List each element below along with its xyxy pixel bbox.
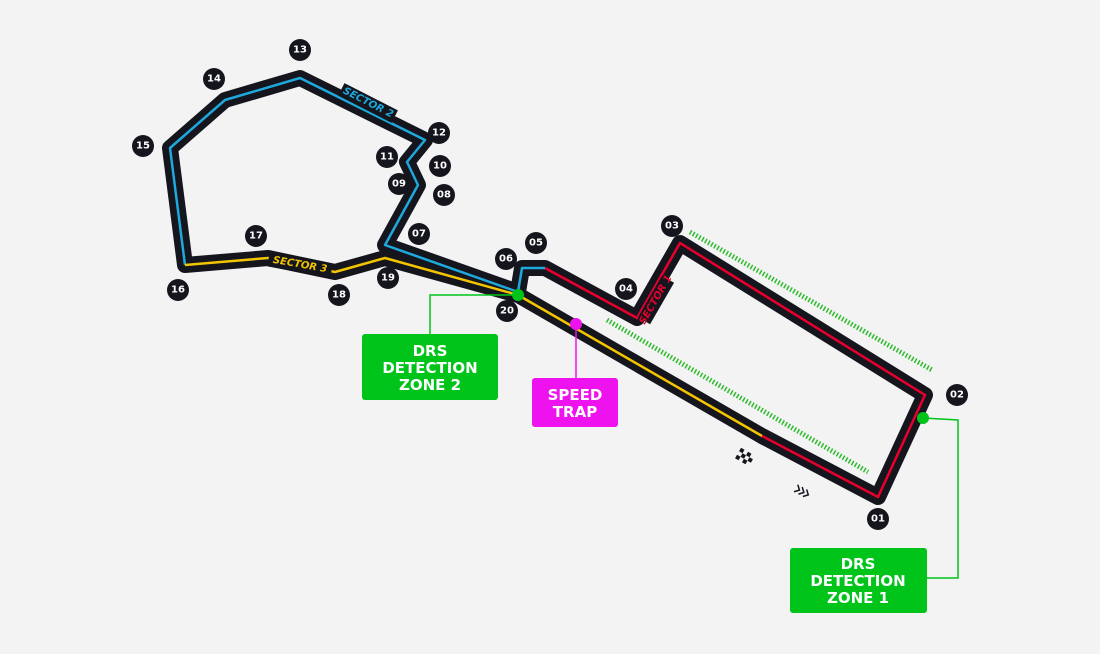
turn-number: 19 <box>381 273 395 284</box>
turn-marker-circle <box>167 279 189 301</box>
turn-number: 10 <box>433 161 447 172</box>
turn-number: 15 <box>136 141 150 152</box>
turn-number: 13 <box>293 45 307 56</box>
turn-number: 12 <box>432 128 446 139</box>
sector-2-line <box>168 76 545 294</box>
turn-marker-circle <box>433 184 455 206</box>
drs-2-detection-point <box>512 289 524 301</box>
turn-marker-04: 04 <box>615 278 637 300</box>
turn-number: 17 <box>249 231 263 242</box>
turn-marker-circle <box>496 300 518 322</box>
track-outline <box>162 70 933 505</box>
turn-marker-circle <box>615 278 637 300</box>
speed-trap-point <box>570 318 582 330</box>
turn-marker-circle <box>661 215 683 237</box>
turn-marker-circle <box>376 146 398 168</box>
turn-marker-01: 01 <box>867 508 889 530</box>
turn-marker-circle <box>408 223 430 245</box>
turn-marker-11: 11 <box>376 146 398 168</box>
turn-number: 16 <box>171 285 185 296</box>
turn-marker-13: 13 <box>289 39 311 61</box>
turn-marker-circle <box>525 232 547 254</box>
turn-marker-15: 15 <box>132 135 154 157</box>
turn-marker-circle <box>429 155 451 177</box>
svg-text:ZONE 1: ZONE 1 <box>827 589 889 607</box>
drs-detection-zone-2-box: DRS DETECTION ZONE 2 <box>362 334 498 400</box>
turn-marker-circle <box>495 248 517 270</box>
turn-marker-06: 06 <box>495 248 517 270</box>
svg-text:DRS: DRS <box>413 342 448 360</box>
turn-marker-18: 18 <box>328 284 350 306</box>
svg-text:DRS: DRS <box>841 555 876 573</box>
turn-marker-circle <box>132 135 154 157</box>
turn-number: 04 <box>619 284 633 295</box>
turn-marker-07: 07 <box>408 223 430 245</box>
sector-3-label: SECTOR 3 <box>267 252 333 278</box>
svg-text:DETECTION: DETECTION <box>810 572 905 590</box>
turn-marker-08: 08 <box>433 184 455 206</box>
sector-1-line <box>544 241 927 499</box>
turn-number: 14 <box>207 74 221 85</box>
turn-number: 01 <box>871 514 885 525</box>
drs-zone-2-marker <box>605 317 870 475</box>
checkered-flag-icon <box>735 447 753 465</box>
turn-number: 02 <box>950 390 964 401</box>
turn-number: 20 <box>500 306 514 317</box>
turn-marker-circle <box>867 508 889 530</box>
drs-1-connector <box>922 417 959 579</box>
turn-marker-circle <box>428 122 450 144</box>
turn-marker-circle <box>328 284 350 306</box>
turn-number: 11 <box>380 152 394 163</box>
turn-marker-12: 12 <box>428 122 450 144</box>
svg-text:DETECTION: DETECTION <box>382 359 477 377</box>
drs-1-detection-point <box>917 412 929 424</box>
turn-number: 06 <box>499 254 513 265</box>
turn-marker-20: 20 <box>496 300 518 322</box>
speed-trap-box: SPEED TRAP <box>532 378 618 427</box>
turn-number: 07 <box>412 229 426 240</box>
drs-2-connector <box>429 294 518 334</box>
svg-text:TRAP: TRAP <box>553 403 597 421</box>
turn-marker-10: 10 <box>429 155 451 177</box>
turn-marker-19: 19 <box>377 267 399 289</box>
drs-zone-1-marker <box>688 229 934 373</box>
turn-number: 09 <box>392 179 406 190</box>
turn-marker-05: 05 <box>525 232 547 254</box>
turn-marker-circle <box>946 384 968 406</box>
svg-text:SPEED: SPEED <box>548 386 603 404</box>
turn-marker-02: 02 <box>946 384 968 406</box>
direction-chevrons-icon <box>793 484 810 498</box>
turn-marker-circle <box>203 68 225 90</box>
turn-marker-circle <box>377 267 399 289</box>
drs-detection-zone-1-box: DRS DETECTION ZONE 1 <box>790 548 927 613</box>
turn-marker-circle <box>245 225 267 247</box>
turn-marker-03: 03 <box>661 215 683 237</box>
turn-number: 05 <box>529 238 543 249</box>
sector-3-line <box>184 256 763 438</box>
turn-marker-circle <box>289 39 311 61</box>
turn-marker-09: 09 <box>388 173 410 195</box>
turn-number: 03 <box>665 221 679 232</box>
turn-marker-circle <box>388 173 410 195</box>
turn-number: 08 <box>437 190 451 201</box>
turn-marker-17: 17 <box>245 225 267 247</box>
turn-number: 18 <box>332 290 346 301</box>
turn-marker-16: 16 <box>167 279 189 301</box>
turn-marker-14: 14 <box>203 68 225 90</box>
svg-text:ZONE 2: ZONE 2 <box>399 376 461 394</box>
